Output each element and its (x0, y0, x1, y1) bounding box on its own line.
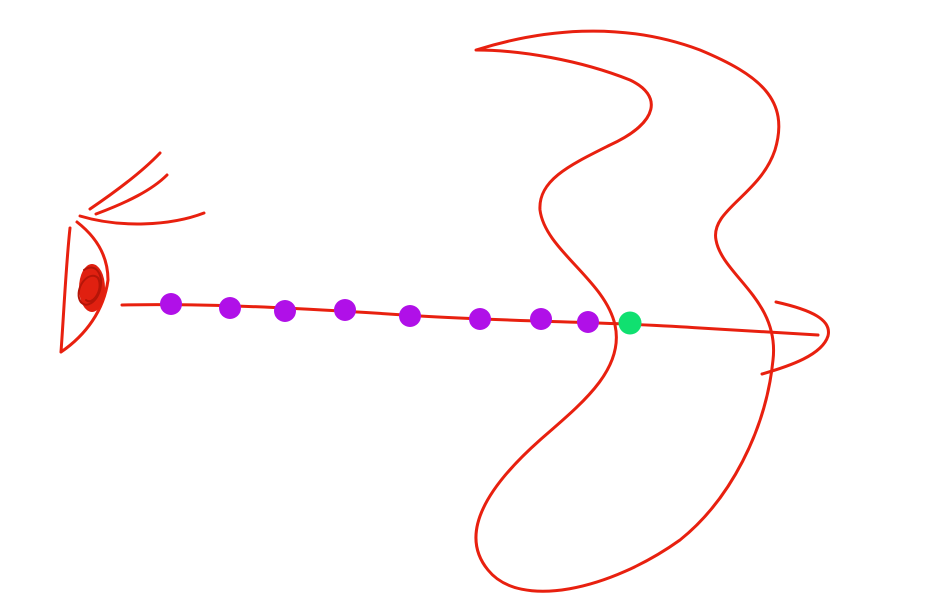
sample-point-2 (219, 297, 241, 319)
pupil (77, 264, 105, 312)
sample-point-6 (469, 308, 491, 330)
sample-point-3 (274, 300, 296, 322)
eyelash-2 (94, 173, 169, 216)
eye-outline (59, 220, 110, 354)
ray-line (120, 303, 820, 337)
eye-icon (59, 151, 206, 354)
sample-point-4 (334, 299, 356, 321)
sample-point-1 (160, 293, 182, 315)
eyelash-1 (88, 151, 162, 211)
sample-points (160, 293, 599, 333)
sample-point-7 (530, 308, 552, 330)
sample-point-5 (399, 305, 421, 327)
eyelash-3 (78, 211, 206, 226)
closed-curve-shape (474, 29, 781, 593)
hit-point (618, 311, 642, 335)
sample-point-8 (577, 311, 599, 333)
ray-exit-tail (760, 300, 830, 376)
